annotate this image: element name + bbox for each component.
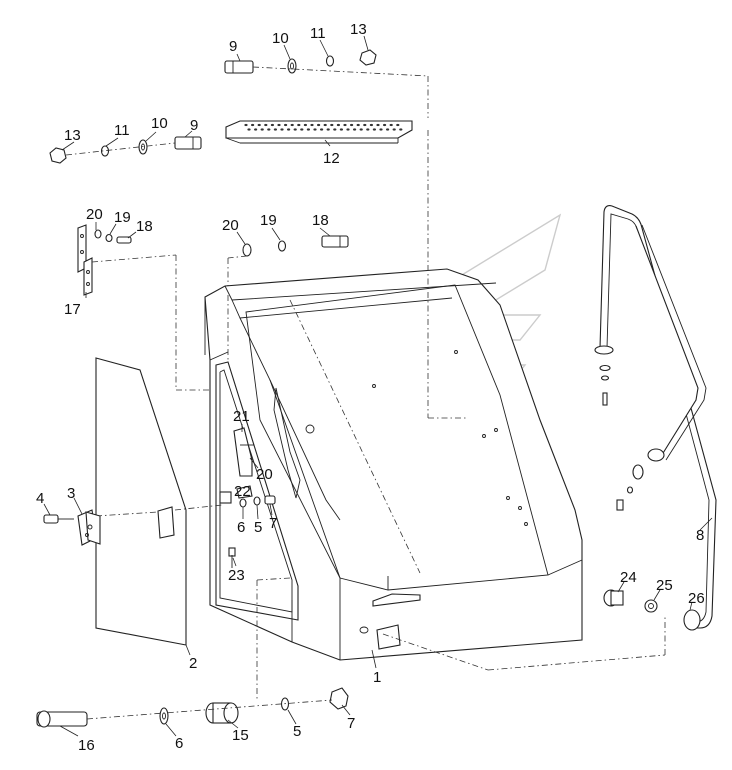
step-plate-hole <box>251 123 255 127</box>
callout-19-hinge: 19 <box>114 209 131 226</box>
callout-26: 26 <box>688 590 705 607</box>
callout-labels: 9 10 11 13 13 11 10 9 12 20 19 18 17 20 … <box>36 21 705 754</box>
callout-5-bottom: 5 <box>293 723 301 740</box>
left-hardware-row <box>49 136 202 164</box>
step-plate-hole <box>350 123 354 127</box>
window-glass <box>95 357 223 646</box>
callout-24: 24 <box>620 569 637 586</box>
step-plate-hole <box>306 128 310 131</box>
step-plate-hole <box>317 123 321 127</box>
callout-9-top: 9 <box>229 38 237 55</box>
step-plate-hole <box>399 128 403 131</box>
handrail <box>594 205 717 631</box>
step-plate-hole <box>287 128 291 131</box>
callout-11-left: 11 <box>114 122 130 139</box>
step-plate-hole <box>386 128 390 131</box>
top-hardware-row <box>224 49 429 118</box>
step-plate-hole <box>303 123 307 127</box>
step-plate-hole <box>363 123 367 127</box>
callout-18-hinge: 18 <box>136 218 153 235</box>
callout-18-cabin: 18 <box>312 212 329 229</box>
step-plate-hole <box>320 128 324 131</box>
callout-17: 17 <box>64 301 81 318</box>
callout-3: 3 <box>67 485 75 502</box>
step-plate-hole <box>300 128 304 131</box>
step-plate-hole <box>270 123 274 127</box>
step-plate-hole <box>290 123 294 127</box>
callout-10-left: 10 <box>151 115 168 132</box>
step-plate <box>225 120 413 144</box>
step-plate-hole <box>379 128 383 131</box>
callout-9-left: 9 <box>190 117 198 134</box>
step-plate-hole <box>330 123 334 127</box>
callout-23: 23 <box>228 567 245 584</box>
step-plate-hole <box>383 123 387 127</box>
callout-15: 15 <box>232 727 249 744</box>
callout-6-bottom: 6 <box>175 735 183 752</box>
callout-2: 2 <box>189 655 197 672</box>
callout-20-latch: 20 <box>256 466 273 483</box>
step-plate-hole <box>369 123 373 127</box>
callout-19-cabin: 19 <box>260 212 277 229</box>
step-plate-hole <box>267 128 271 131</box>
step-plate-hole <box>297 123 301 127</box>
step-plate-hole <box>353 128 357 131</box>
callout-6-latch: 6 <box>237 519 245 536</box>
step-plate-hole <box>247 128 251 131</box>
cabin-body <box>204 130 666 700</box>
step-plate-hole <box>277 123 281 127</box>
callout-7-bottom: 7 <box>347 715 355 732</box>
callout-13-left: 13 <box>64 127 81 144</box>
window-lock-handle <box>43 509 101 546</box>
step-plate-hole <box>359 128 363 131</box>
step-plate-hole <box>392 128 396 131</box>
step-plate-hole <box>313 128 317 131</box>
cabin-mounting-holes <box>372 350 528 526</box>
callout-21: 21 <box>233 408 250 425</box>
step-plate-hole <box>336 123 340 127</box>
step-plate-hole <box>356 123 360 127</box>
step-plate-hole <box>310 123 314 127</box>
callout-20-hinge: 20 <box>86 206 103 223</box>
step-plate-hole <box>323 123 327 127</box>
step-plate-hole <box>264 123 268 127</box>
step-plate-hole <box>333 128 337 131</box>
leader-lines <box>43 35 713 737</box>
callout-1: 1 <box>373 669 381 686</box>
callout-8: 8 <box>696 527 704 544</box>
callout-20-cabin: 20 <box>222 217 239 234</box>
step-plate-hole <box>244 123 248 127</box>
step-plate-hole <box>280 128 284 131</box>
step-plate-hole <box>326 128 330 131</box>
callout-11-top: 11 <box>310 25 326 42</box>
step-plate-hole <box>293 128 297 131</box>
step-plate-hole <box>260 128 264 131</box>
step-plate-hole <box>343 123 347 127</box>
bottom-hardware-row <box>36 687 349 728</box>
callout-16: 16 <box>78 737 95 754</box>
step-plate-hole <box>254 128 258 131</box>
callout-25: 25 <box>656 577 673 594</box>
callout-12: 12 <box>323 150 340 167</box>
step-plate-hole <box>376 123 380 127</box>
callout-13-top: 13 <box>350 21 367 38</box>
callout-4: 4 <box>36 490 44 507</box>
step-plate-hole <box>372 128 376 131</box>
callout-22: 22 <box>234 483 251 500</box>
step-plate-hole <box>389 123 393 127</box>
step-plate-hole <box>396 123 400 127</box>
callout-7-latch: 7 <box>269 515 277 532</box>
hinge-assembly <box>77 224 222 391</box>
step-plate-hole <box>284 123 288 127</box>
step-plate-hole <box>346 128 350 131</box>
step-plate-hole <box>257 123 261 127</box>
callout-10-top: 10 <box>272 30 289 47</box>
step-plate-hole <box>339 128 343 131</box>
step-plate-hole <box>366 128 370 131</box>
callout-5-latch: 5 <box>254 519 262 536</box>
step-plate-hole <box>273 128 277 131</box>
